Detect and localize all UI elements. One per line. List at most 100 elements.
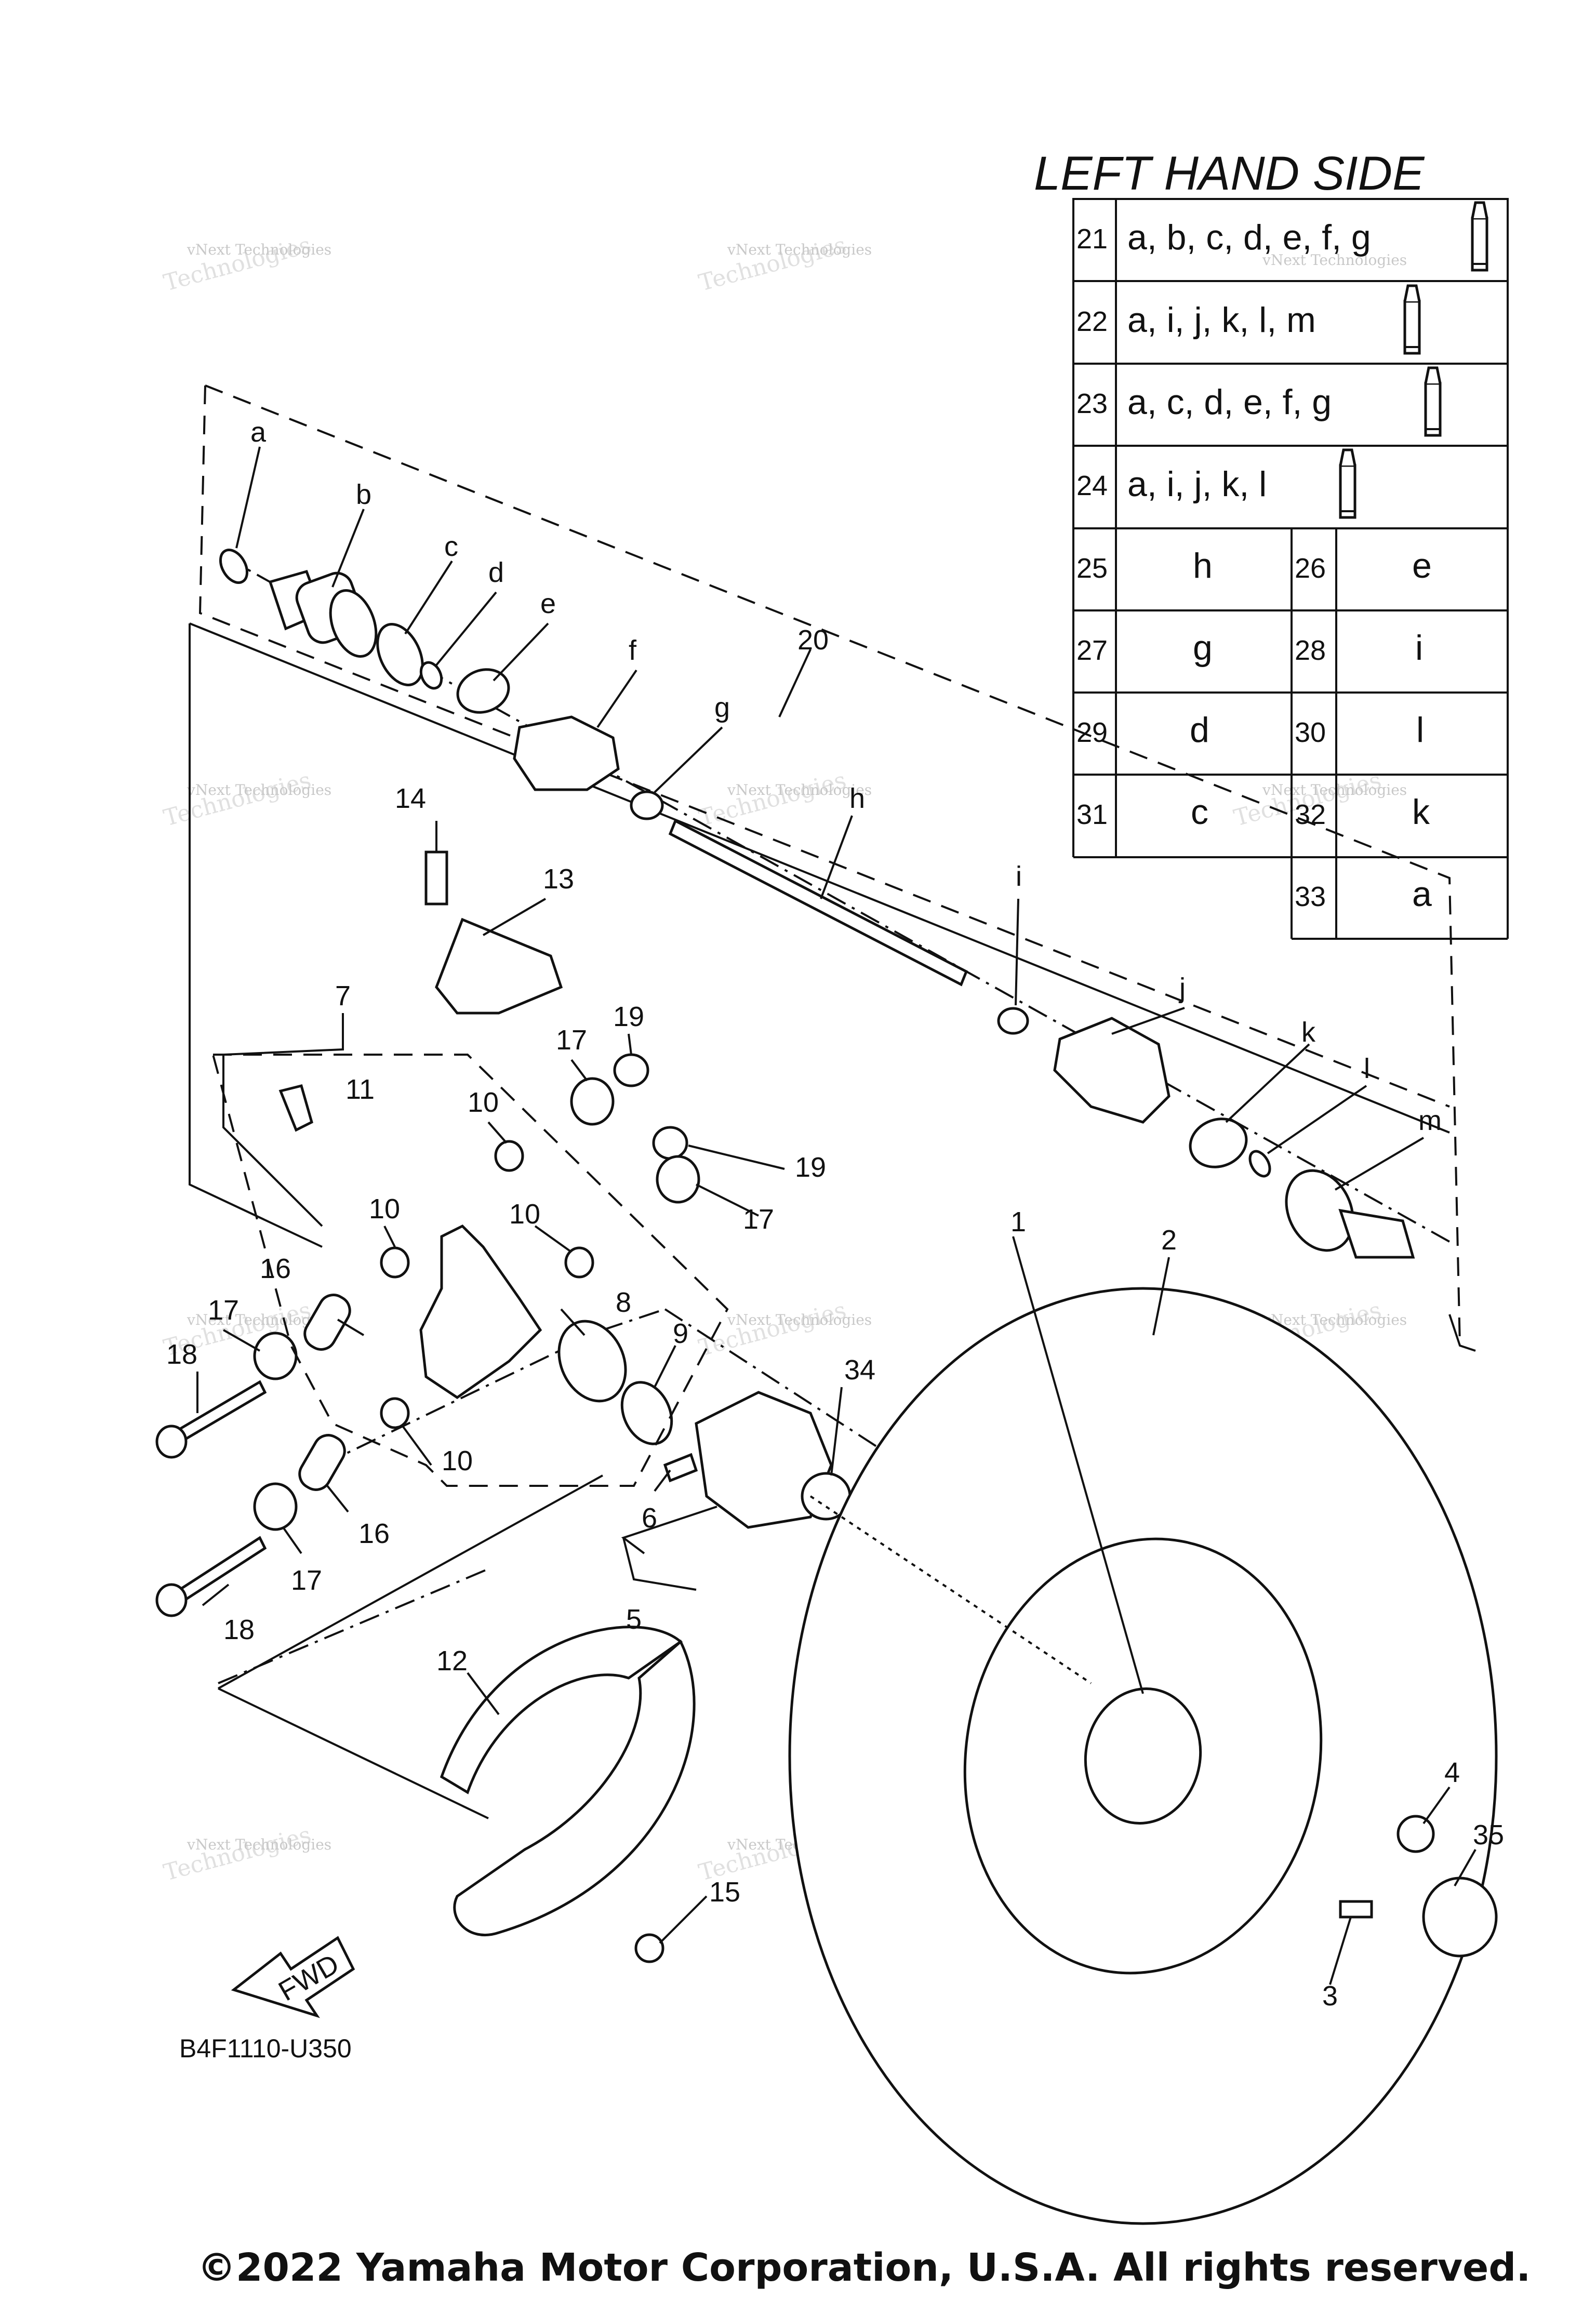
part-number: 13 xyxy=(543,863,574,895)
kit-row-parts: a, b, c, d, e, f, g xyxy=(1127,218,1371,257)
pair-part: l xyxy=(1416,710,1424,750)
bushing-17 xyxy=(570,1077,615,1126)
bushing-17 xyxy=(656,1155,700,1204)
part-number: 9 xyxy=(673,1318,688,1349)
part-label: c xyxy=(444,531,458,562)
cv-joint-b xyxy=(268,569,378,658)
part-label: j xyxy=(1178,973,1186,1004)
nut-19 xyxy=(652,1126,688,1160)
part-number: 17 xyxy=(291,1565,322,1596)
wheel-hub xyxy=(1084,1687,1202,1825)
bushing-17 xyxy=(253,1332,298,1380)
circlip-l xyxy=(1248,1150,1271,1178)
pair-part: h xyxy=(1193,546,1213,586)
grease-tube-icon xyxy=(1339,448,1356,519)
part-number: 5 xyxy=(626,1604,642,1635)
boot-f xyxy=(513,715,620,791)
collar-16 xyxy=(303,1294,351,1351)
part-number: 20 xyxy=(797,624,829,656)
part-label: d xyxy=(488,557,504,588)
diagram-code: B4F1110-U350 xyxy=(179,2034,352,2063)
part-number: 2 xyxy=(1161,1225,1177,1256)
pair-part: c xyxy=(1191,792,1208,832)
letter-labels: a b c d e f g h i j k l m xyxy=(250,417,1442,1136)
bolt-18-head xyxy=(155,1425,188,1459)
pair-number: 30 xyxy=(1295,717,1326,748)
part-number: 4 xyxy=(1444,1757,1460,1788)
leader-lines xyxy=(196,446,1477,1985)
pair-number: 33 xyxy=(1295,881,1326,912)
pair-number: 26 xyxy=(1295,553,1326,584)
watermark: vNext Technologies xyxy=(187,1836,331,1853)
part-number: 17 xyxy=(208,1295,239,1326)
part-number: 6 xyxy=(642,1502,657,1534)
boot-j xyxy=(1053,1017,1171,1124)
bolt-18-head xyxy=(155,1583,188,1617)
part-number: 1 xyxy=(1010,1206,1026,1238)
kit-row-number: 24 xyxy=(1076,470,1108,501)
nut-4 xyxy=(1396,1815,1435,1853)
knuckle-7 xyxy=(419,1224,542,1400)
part-number: 10 xyxy=(442,1445,473,1476)
knuckle-axis-line xyxy=(322,1308,666,1466)
collar-10 xyxy=(564,1246,594,1279)
pair-number: 31 xyxy=(1076,799,1108,830)
part-number: 12 xyxy=(436,1645,468,1677)
band-e xyxy=(456,668,510,714)
watermark: vNext Technologies xyxy=(1262,781,1407,799)
part-number: 3 xyxy=(1322,1980,1338,2012)
band-g xyxy=(630,790,664,820)
collar-10 xyxy=(380,1397,410,1429)
part-number: 18 xyxy=(223,1614,255,1645)
part-number: 18 xyxy=(166,1339,197,1370)
grease-tube-icon xyxy=(1403,284,1421,355)
kit-row-parts: a, c, d, e, f, g xyxy=(1127,382,1332,422)
kit-row-number: 21 xyxy=(1076,223,1108,255)
pair-part: k xyxy=(1412,792,1430,832)
part-label: a xyxy=(250,417,267,448)
watermark: vNext Technologies xyxy=(1262,1311,1407,1328)
pair-part: g xyxy=(1193,628,1213,668)
band-k xyxy=(1189,1117,1248,1168)
collar-16 xyxy=(298,1434,346,1491)
cv-joint-m xyxy=(1285,1169,1415,1259)
fwd-arrow-icon: FWD xyxy=(231,1936,355,2018)
part-number: 19 xyxy=(613,1001,644,1032)
part-number: 10 xyxy=(509,1199,540,1230)
watermark: vNext Technologies xyxy=(727,241,872,258)
watermark: vNext Technologies xyxy=(187,781,331,799)
brake-disc-12b xyxy=(453,1639,696,1937)
page-title: LEFT HAND SIDE xyxy=(1034,147,1425,200)
pair-number: 32 xyxy=(1295,799,1326,830)
stud-3 xyxy=(1339,1900,1373,1919)
collar-10 xyxy=(380,1246,410,1279)
pair-part: a xyxy=(1412,874,1432,914)
bracket-13 xyxy=(435,917,563,1015)
collar-10 xyxy=(494,1140,524,1172)
part-label: k xyxy=(1301,1017,1316,1048)
pair-part: e xyxy=(1412,546,1432,586)
part-number: 15 xyxy=(709,1877,740,1908)
part-number: 7 xyxy=(335,980,351,1012)
part-number: 11 xyxy=(345,1074,375,1105)
pair-part: d xyxy=(1190,710,1209,750)
part-number: 16 xyxy=(358,1518,390,1549)
copyright-notice: ©2022 Yamaha Motor Corporation, U.S.A. A… xyxy=(197,2245,1531,2290)
brake-disc-12 xyxy=(440,1626,683,1794)
part-label: l xyxy=(1364,1053,1370,1084)
number-labels: 1 2 3 4 5 6 7 8 9 10 10 10 10 11 12 13 1… xyxy=(166,624,1504,2012)
shaft-h xyxy=(668,819,968,987)
part-number: 17 xyxy=(556,1025,587,1056)
part-label: b xyxy=(356,479,371,510)
part-number: 35 xyxy=(1473,1819,1504,1851)
pair-table: 25 h 26 e 27 g 28 i 29 d 30 l 31 c 32 k … xyxy=(1072,528,1509,940)
pair-part: i xyxy=(1415,628,1423,668)
kit-row-parts: a, i, j, k, l xyxy=(1127,464,1267,504)
part-label: e xyxy=(540,588,556,619)
watermark: Technologies xyxy=(696,1297,849,1362)
stud-6 xyxy=(663,1453,698,1483)
watermark: vNext Technologies xyxy=(1262,251,1407,269)
watermark: Technologies xyxy=(161,767,314,832)
band-i xyxy=(997,1007,1029,1035)
part-number: 10 xyxy=(369,1193,400,1225)
